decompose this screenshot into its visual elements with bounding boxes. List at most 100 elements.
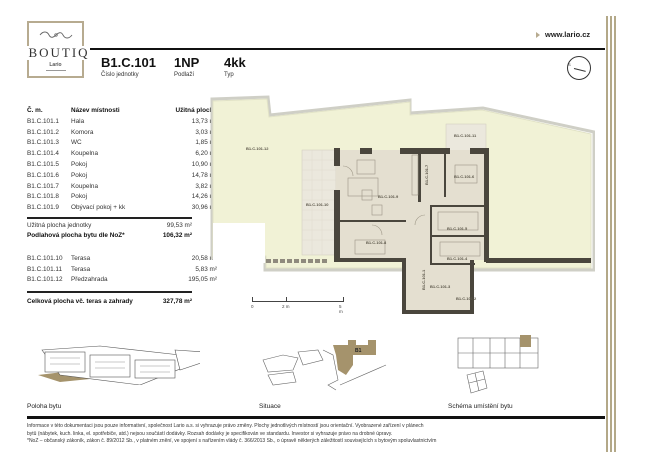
scale-label-2m: 2 m — [282, 304, 290, 309]
disclaimer-line-1: Informace v této dokumentaci jsou pouze … — [27, 423, 424, 429]
room-area: 14,26 m² — [191, 193, 217, 201]
decorative-vertical-lines — [606, 16, 618, 452]
logo-subtext: Lario — [49, 62, 62, 68]
situation-caption: Situace — [259, 403, 281, 410]
label-bath-4: B1.C.101.4 — [447, 256, 468, 261]
scale-label-0: 0 — [251, 304, 254, 309]
usable-area-value: 99,53 m² — [166, 222, 192, 229]
type-label: Typ — [224, 72, 234, 78]
floor-value: 1NP — [174, 55, 200, 70]
disclaimer: Informace v této dokumentaci jsou pouze … — [27, 423, 602, 446]
room-name: Hala — [71, 117, 85, 125]
table-row: B1.C.101.7 Koupelna 3,82 m² — [27, 181, 217, 192]
table-row: B1.C.101.2 Komora 3,03 m² — [27, 127, 217, 138]
room-area: 30,96 m² — [191, 204, 217, 212]
room-name: Pokoj — [71, 171, 87, 179]
label-garden: B1.C.101.12 — [246, 146, 269, 151]
room-area: 20,58 m² — [191, 254, 217, 262]
room-name: Obývací pokoj + kk — [71, 204, 126, 212]
room-area: 1,85 m² — [195, 139, 217, 147]
room-area: 6,20 m² — [195, 150, 217, 158]
usable-area-label: Užitná plocha jednotky — [27, 222, 92, 229]
rooms-table: Č. m. Název místnosti Užitná plocha B1.C… — [27, 104, 217, 213]
room-id: B1.C.101.8 — [27, 193, 59, 201]
room-id: B1.C.101.6 — [27, 171, 59, 179]
room-area: 10,90 m² — [191, 161, 217, 169]
table-divider — [27, 291, 192, 293]
room-area: 14,78 m² — [191, 171, 217, 179]
ornament-icon — [39, 31, 73, 39]
total-area-value: 327,78 m² — [162, 298, 192, 305]
room-area: 195,05 m² — [188, 276, 217, 284]
unit-number-label: Číslo jednotky — [101, 72, 139, 78]
floor-area-label: Podlahová plocha bytu dle NoZ* — [27, 232, 125, 239]
arrow-icon — [536, 32, 540, 39]
type-value: 4kk — [224, 55, 246, 70]
room-name: Terasa — [71, 254, 91, 262]
header-divider — [90, 48, 605, 50]
room-id: B1.C.101.2 — [27, 128, 59, 136]
room-name: Koupelna — [71, 182, 99, 190]
schema-caption: Schéma umístění bytu — [448, 403, 513, 410]
situation-thumbnail: B1 — [262, 340, 387, 391]
room-area: 13,73 m² — [191, 117, 217, 125]
footer-divider — [27, 416, 605, 419]
usable-area-row: Užitná plocha jednotky 99,53 m² — [27, 222, 192, 229]
label-terrace-10: B1.C.101.10 — [306, 202, 329, 207]
room-id: B1.C.101.7 — [27, 182, 59, 190]
floor-field: 1NP Podlaží — [174, 55, 199, 78]
table-row: B1.C.101.6 Pokoj 14,78 m² — [27, 170, 217, 181]
boutiq-logo: BOUTIQ Lario — [24, 21, 94, 78]
unit-number: B1.C.101 — [101, 55, 156, 70]
room-id: B1.C.101.1 — [27, 117, 59, 125]
label-wc: B1.C.101.3 — [430, 284, 451, 289]
website-link[interactable]: www.lario.cz — [536, 30, 590, 39]
type-field: 4kk Typ — [224, 55, 246, 78]
label-room-6: B1.C.101.6 — [454, 174, 475, 179]
col-header-area: Užitná plocha — [175, 106, 217, 114]
logo-wordmark: BOUTIQ — [24, 46, 94, 60]
room-area: 3,82 m² — [195, 182, 217, 190]
table-row: B1.C.101.9 Obývací pokoj + kk 30,96 m² — [27, 202, 217, 213]
situation-building-label: B1 — [355, 348, 362, 354]
room-id: B1.C.101.3 — [27, 139, 59, 147]
table-divider — [27, 217, 192, 219]
total-area-label: Celková plocha vč. teras a zahrady — [27, 298, 133, 305]
room-name: Předzahrada — [71, 276, 108, 284]
room-name: WC — [71, 139, 82, 147]
website-text: www.lario.cz — [545, 30, 591, 39]
label-living: B1.C.101.9 — [378, 194, 399, 199]
table-row: B1.C.101.3 WC 1,85 m² — [27, 138, 217, 149]
label-room-5: B1.C.101.5 — [447, 226, 468, 231]
room-name: Komora — [71, 128, 94, 136]
floor-plan: B1.C.101.12 B1.C.101.10 B1.C.101.11 B1.C… — [210, 95, 595, 314]
room-area: 5,83 m² — [195, 265, 217, 273]
room-id: B1.C.101.9 — [27, 204, 59, 212]
logo-underline — [46, 70, 66, 71]
room-id: B1.C.101.11 — [27, 265, 63, 273]
label-room-8: B1.C.101.8 — [366, 240, 387, 245]
floor-area-row: Podlahová plocha bytu dle NoZ* 106,32 m² — [27, 232, 192, 239]
unit-number-field: B1.C.101 Číslo jednotky — [101, 55, 156, 78]
label-bath-7: B1.C.101.7 — [424, 164, 429, 185]
building-position-thumbnail — [38, 345, 200, 385]
floor-area-value: 106,32 m² — [162, 232, 192, 239]
disclaimer-line-2: bytů (nábytek, kuch. linka, el. spotřebi… — [27, 430, 393, 437]
compass-icon — [567, 56, 591, 80]
room-name: Pokoj — [71, 161, 87, 169]
room-name: Pokoj — [71, 193, 87, 201]
room-area: 3,03 m² — [195, 128, 217, 136]
unit-schema-thumbnail — [457, 335, 539, 394]
room-name: Koupelna — [71, 150, 99, 158]
compass-label: S — [568, 62, 571, 67]
total-area-row: Celková plocha vč. teras a zahrady 327,7… — [27, 298, 192, 305]
floor-label: Podlaží — [174, 72, 195, 78]
label-storage: B1.C.101.2 — [456, 296, 477, 301]
table-row: B1.C.101.1 Hala 13,73 m² — [27, 116, 217, 127]
